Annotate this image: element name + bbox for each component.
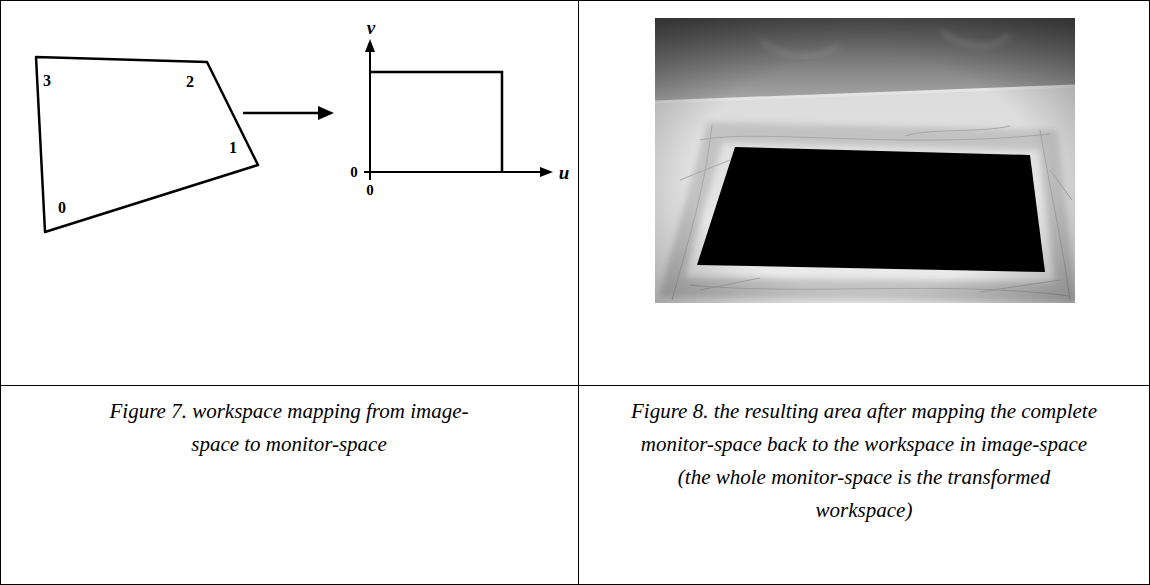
- figure-caption: Figure 7. workspace mapping from image- …: [99, 395, 479, 461]
- u-axis: [364, 171, 542, 173]
- mapping-arrow: [243, 112, 320, 115]
- v-axis: [369, 50, 371, 180]
- mapping-sketch: [36, 39, 553, 232]
- arrow-head: [540, 167, 553, 177]
- arrow-head: [318, 106, 334, 120]
- corner-number: 3: [43, 73, 51, 89]
- axis-label: u: [559, 163, 570, 182]
- camera-photo: [655, 18, 1075, 303]
- corner-number: 0: [58, 200, 66, 216]
- axis-origin: 0: [366, 183, 374, 198]
- corner-number: 1: [229, 140, 237, 156]
- arrow-head: [365, 39, 375, 52]
- axis-origin: 0: [350, 165, 358, 180]
- workspace-quad: [36, 57, 258, 232]
- monitor-rect: [370, 72, 502, 172]
- axis-label: v: [367, 18, 375, 37]
- corner-number: 2: [186, 74, 194, 90]
- figure-caption: Figure 8. the resulting area after mappi…: [629, 395, 1099, 527]
